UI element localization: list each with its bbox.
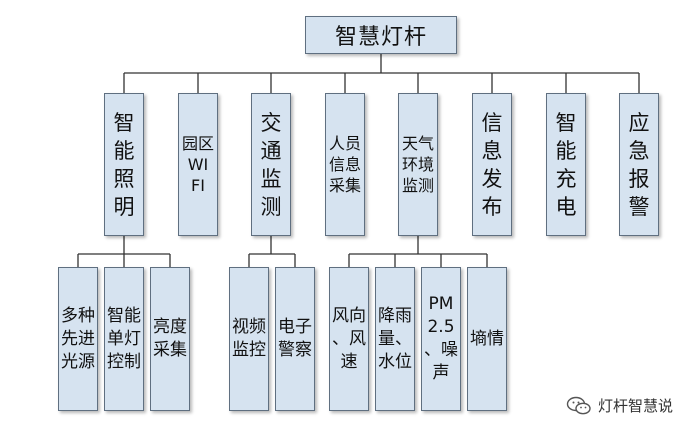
category-label: 智能 充电 bbox=[555, 110, 577, 219]
category-alarm: 应急 报警 bbox=[619, 93, 659, 236]
subitem-label: PM 2.5 、噪 声 bbox=[424, 294, 458, 383]
category-label: 应急 报警 bbox=[628, 110, 650, 219]
subitem-electronic-police: 电子 警察 bbox=[275, 267, 315, 411]
category-park-wifi: 园区 WI FI bbox=[178, 93, 218, 236]
subitem-brightness-collection: 亮度 采集 bbox=[150, 267, 190, 411]
category-charging: 智能 充电 bbox=[546, 93, 586, 236]
subitem-video-monitoring: 视频 监控 bbox=[229, 267, 269, 411]
category-traffic: 交通 监测 bbox=[251, 93, 291, 236]
category-label: 天气 环境 监测 bbox=[401, 134, 434, 195]
category-label: 人员 信息 采集 bbox=[328, 134, 361, 195]
subitem-label: 风向 、风 速 bbox=[332, 305, 366, 372]
subitem-label: 亮度 采集 bbox=[153, 317, 187, 360]
category-info: 信息 发布 bbox=[472, 93, 512, 236]
subitem-label: 降雨 量、 水位 bbox=[378, 305, 412, 372]
wechat-icon bbox=[566, 396, 592, 416]
subitem-wind: 风向 、风 速 bbox=[329, 267, 369, 411]
subitem-pm-noise: PM 2.5 、噪 声 bbox=[421, 267, 461, 411]
subitem-label: 电子 警察 bbox=[278, 317, 312, 360]
category-people: 人员 信息 采集 bbox=[325, 93, 365, 236]
watermark: 灯杆智慧说 bbox=[566, 395, 673, 416]
subitem-single-lamp-control: 智能 单灯 控制 bbox=[104, 267, 144, 411]
watermark-text: 灯杆智慧说 bbox=[597, 397, 673, 415]
category-label: 交通 监测 bbox=[260, 110, 282, 219]
category-lighting: 智能 照明 bbox=[104, 93, 144, 236]
subitem-label: 智能 单灯 控制 bbox=[107, 305, 141, 372]
category-label: 园区 WI FI bbox=[181, 134, 214, 195]
subitem-light-sources: 多种 先进 光源 bbox=[58, 267, 98, 411]
category-label: 智能 照明 bbox=[113, 110, 135, 219]
subitem-rainfall: 降雨 量、 水位 bbox=[375, 267, 415, 411]
subitem-label: 视频 监控 bbox=[232, 317, 266, 360]
category-label: 信息 发布 bbox=[481, 110, 503, 219]
subitem-soil-moisture: 墒情 bbox=[467, 267, 507, 411]
root-label: 智慧灯杆 bbox=[334, 25, 427, 50]
category-weather: 天气 环境 监测 bbox=[398, 93, 438, 236]
subitem-label: 墒情 bbox=[470, 328, 504, 349]
subitem-label: 多种 先进 光源 bbox=[61, 305, 95, 372]
root-node: 智慧灯杆 bbox=[305, 16, 457, 54]
